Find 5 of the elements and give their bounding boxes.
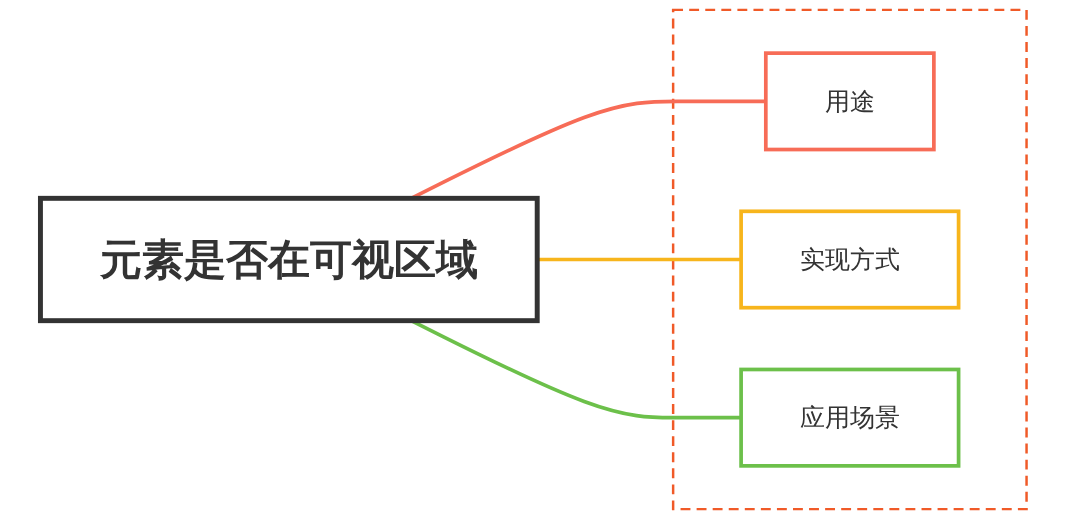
node-box: 实现方式 — [739, 209, 961, 310]
node-box: 应用场景 — [739, 367, 961, 468]
node-box: 用途 — [763, 51, 936, 152]
cluster — [671, 8, 1028, 511]
node-box: 元素是否在可视区域 — [38, 195, 540, 324]
